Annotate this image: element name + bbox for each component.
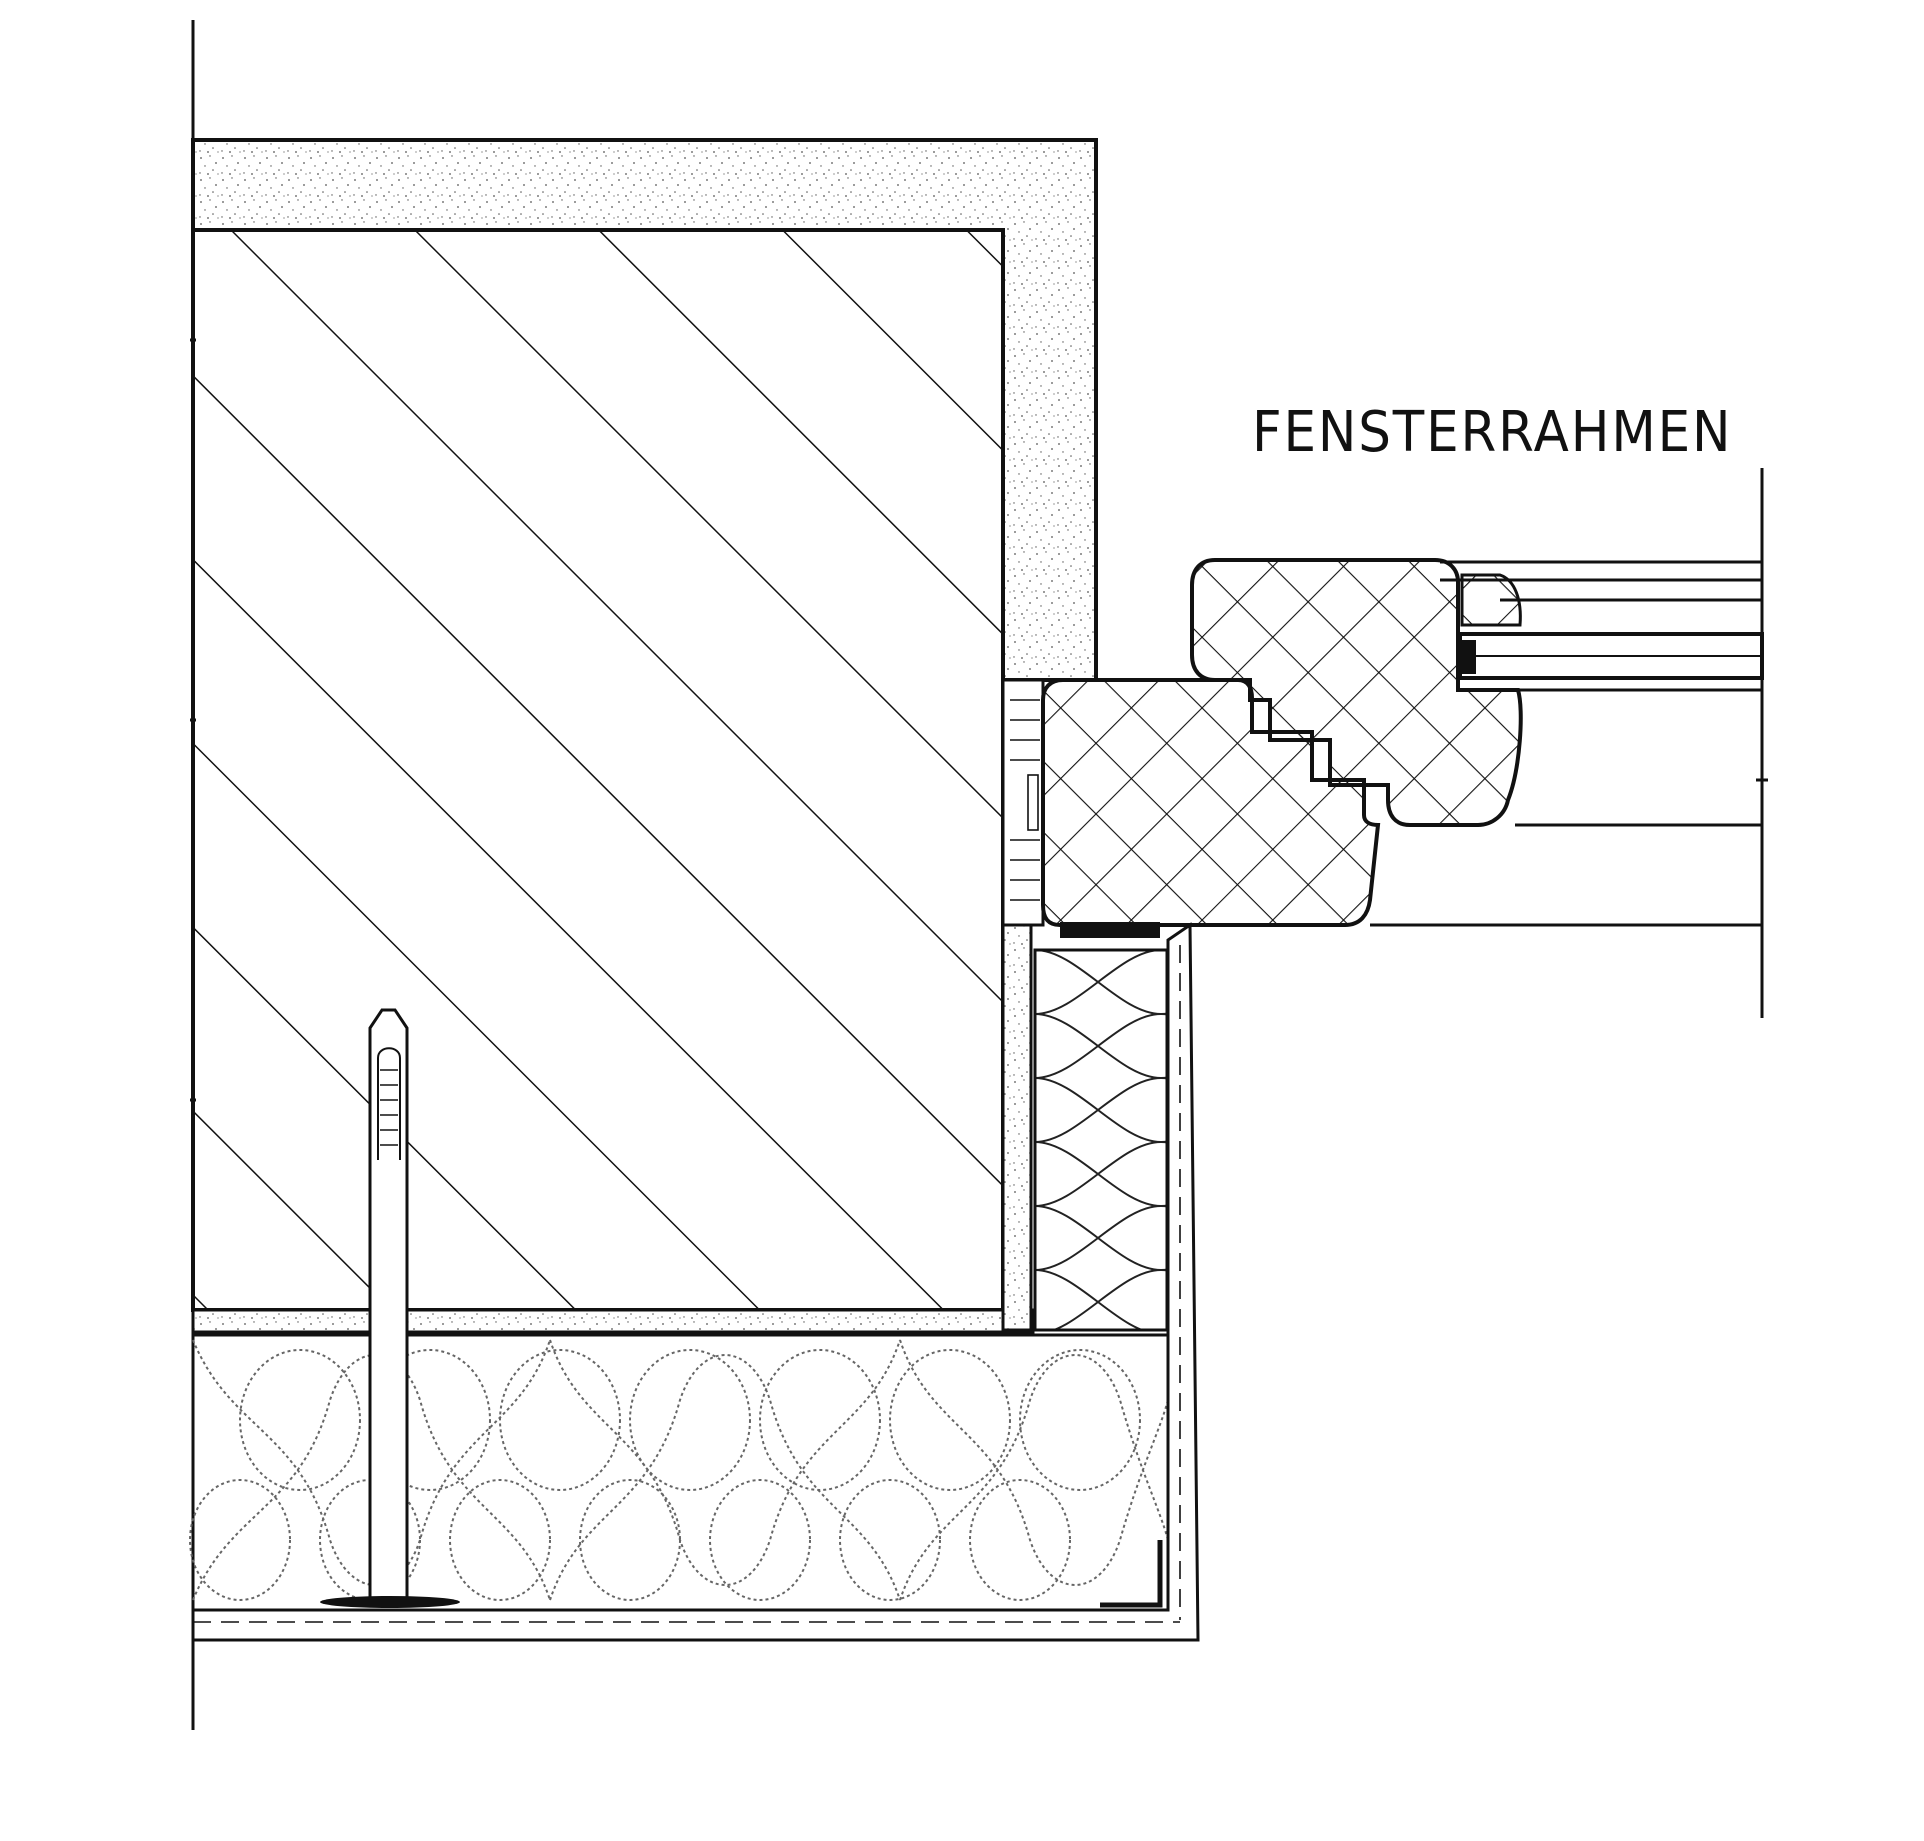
- masonry-wall: [191, 228, 1005, 1312]
- plaster-strip-side: [1001, 923, 1033, 1332]
- glass-spacer: [1460, 640, 1476, 674]
- frame-packing: [1001, 678, 1045, 927]
- window-profile-lines: [1370, 560, 1762, 927]
- plaster-strip-bottom: [191, 1308, 1035, 1334]
- frame-packing-lines: [1010, 699, 1040, 901]
- insulation-layer: [191, 1333, 1170, 1612]
- insulation-dowel: [368, 1008, 409, 1602]
- window-frame-label: FENSTERRAHMEN: [1252, 400, 1733, 465]
- reveal-insulation: [1033, 948, 1169, 1332]
- glazing-bead: [1460, 573, 1522, 627]
- render-corner: [1100, 1540, 1163, 1608]
- left-tick-marks: [190, 338, 1768, 1102]
- window-sash: [1190, 558, 1523, 827]
- dowel-nail: [377, 1047, 401, 1160]
- dowel-plate: [320, 1596, 460, 1608]
- dowel-ribs: [380, 1069, 398, 1146]
